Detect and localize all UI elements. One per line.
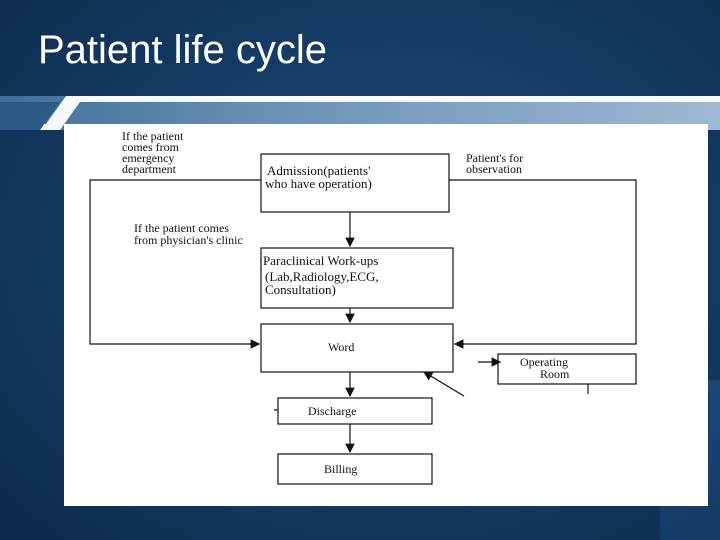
observation-to-ward-line: [449, 179, 637, 349]
slide-title: Patient life cycle: [38, 28, 328, 72]
discharge-label: Discharge: [308, 404, 356, 418]
discharge-box: [277, 397, 433, 425]
operating-label-2: Room: [540, 367, 570, 381]
workup-label-1: Paraclinical Work-ups: [263, 253, 378, 268]
note-emergency-2: comes from: [122, 140, 180, 154]
note-emergency-3: emergency: [122, 151, 174, 165]
note-observation-1: Patient's for: [466, 151, 523, 165]
header-band-edge: [0, 96, 720, 130]
workup-box: [260, 247, 454, 309]
operating-room-box: [497, 353, 637, 385]
operating-to-ward-arrow: [422, 371, 465, 397]
note-observation-2: observation: [466, 162, 522, 176]
workup-label-2: (Lab,Radiology,ECG,: [265, 269, 379, 284]
admission-box: [260, 153, 450, 213]
note-clinic-1: If the patient comes: [134, 221, 229, 235]
flowchart-image: If the patient comes from emergency depa…: [64, 124, 708, 506]
admission-label-1: Admission(patients': [267, 163, 370, 178]
note-emergency-1: If the patient: [122, 129, 184, 143]
operating-label-1: Operating: [520, 355, 568, 369]
admission-label-2: who have operation): [265, 176, 372, 191]
workup-label-3: Consultation): [265, 282, 336, 297]
note-clinic-2: from physician's clinic: [134, 233, 243, 247]
billing-label: Billing: [324, 462, 357, 476]
emergency-to-ward-line: [89, 179, 261, 349]
flowchart: If the patient comes from emergency depa…: [89, 129, 637, 485]
ward-box: [260, 323, 454, 373]
ward-label: Word: [328, 340, 354, 354]
note-emergency-4: department: [122, 162, 177, 176]
billing-box: [277, 453, 433, 485]
